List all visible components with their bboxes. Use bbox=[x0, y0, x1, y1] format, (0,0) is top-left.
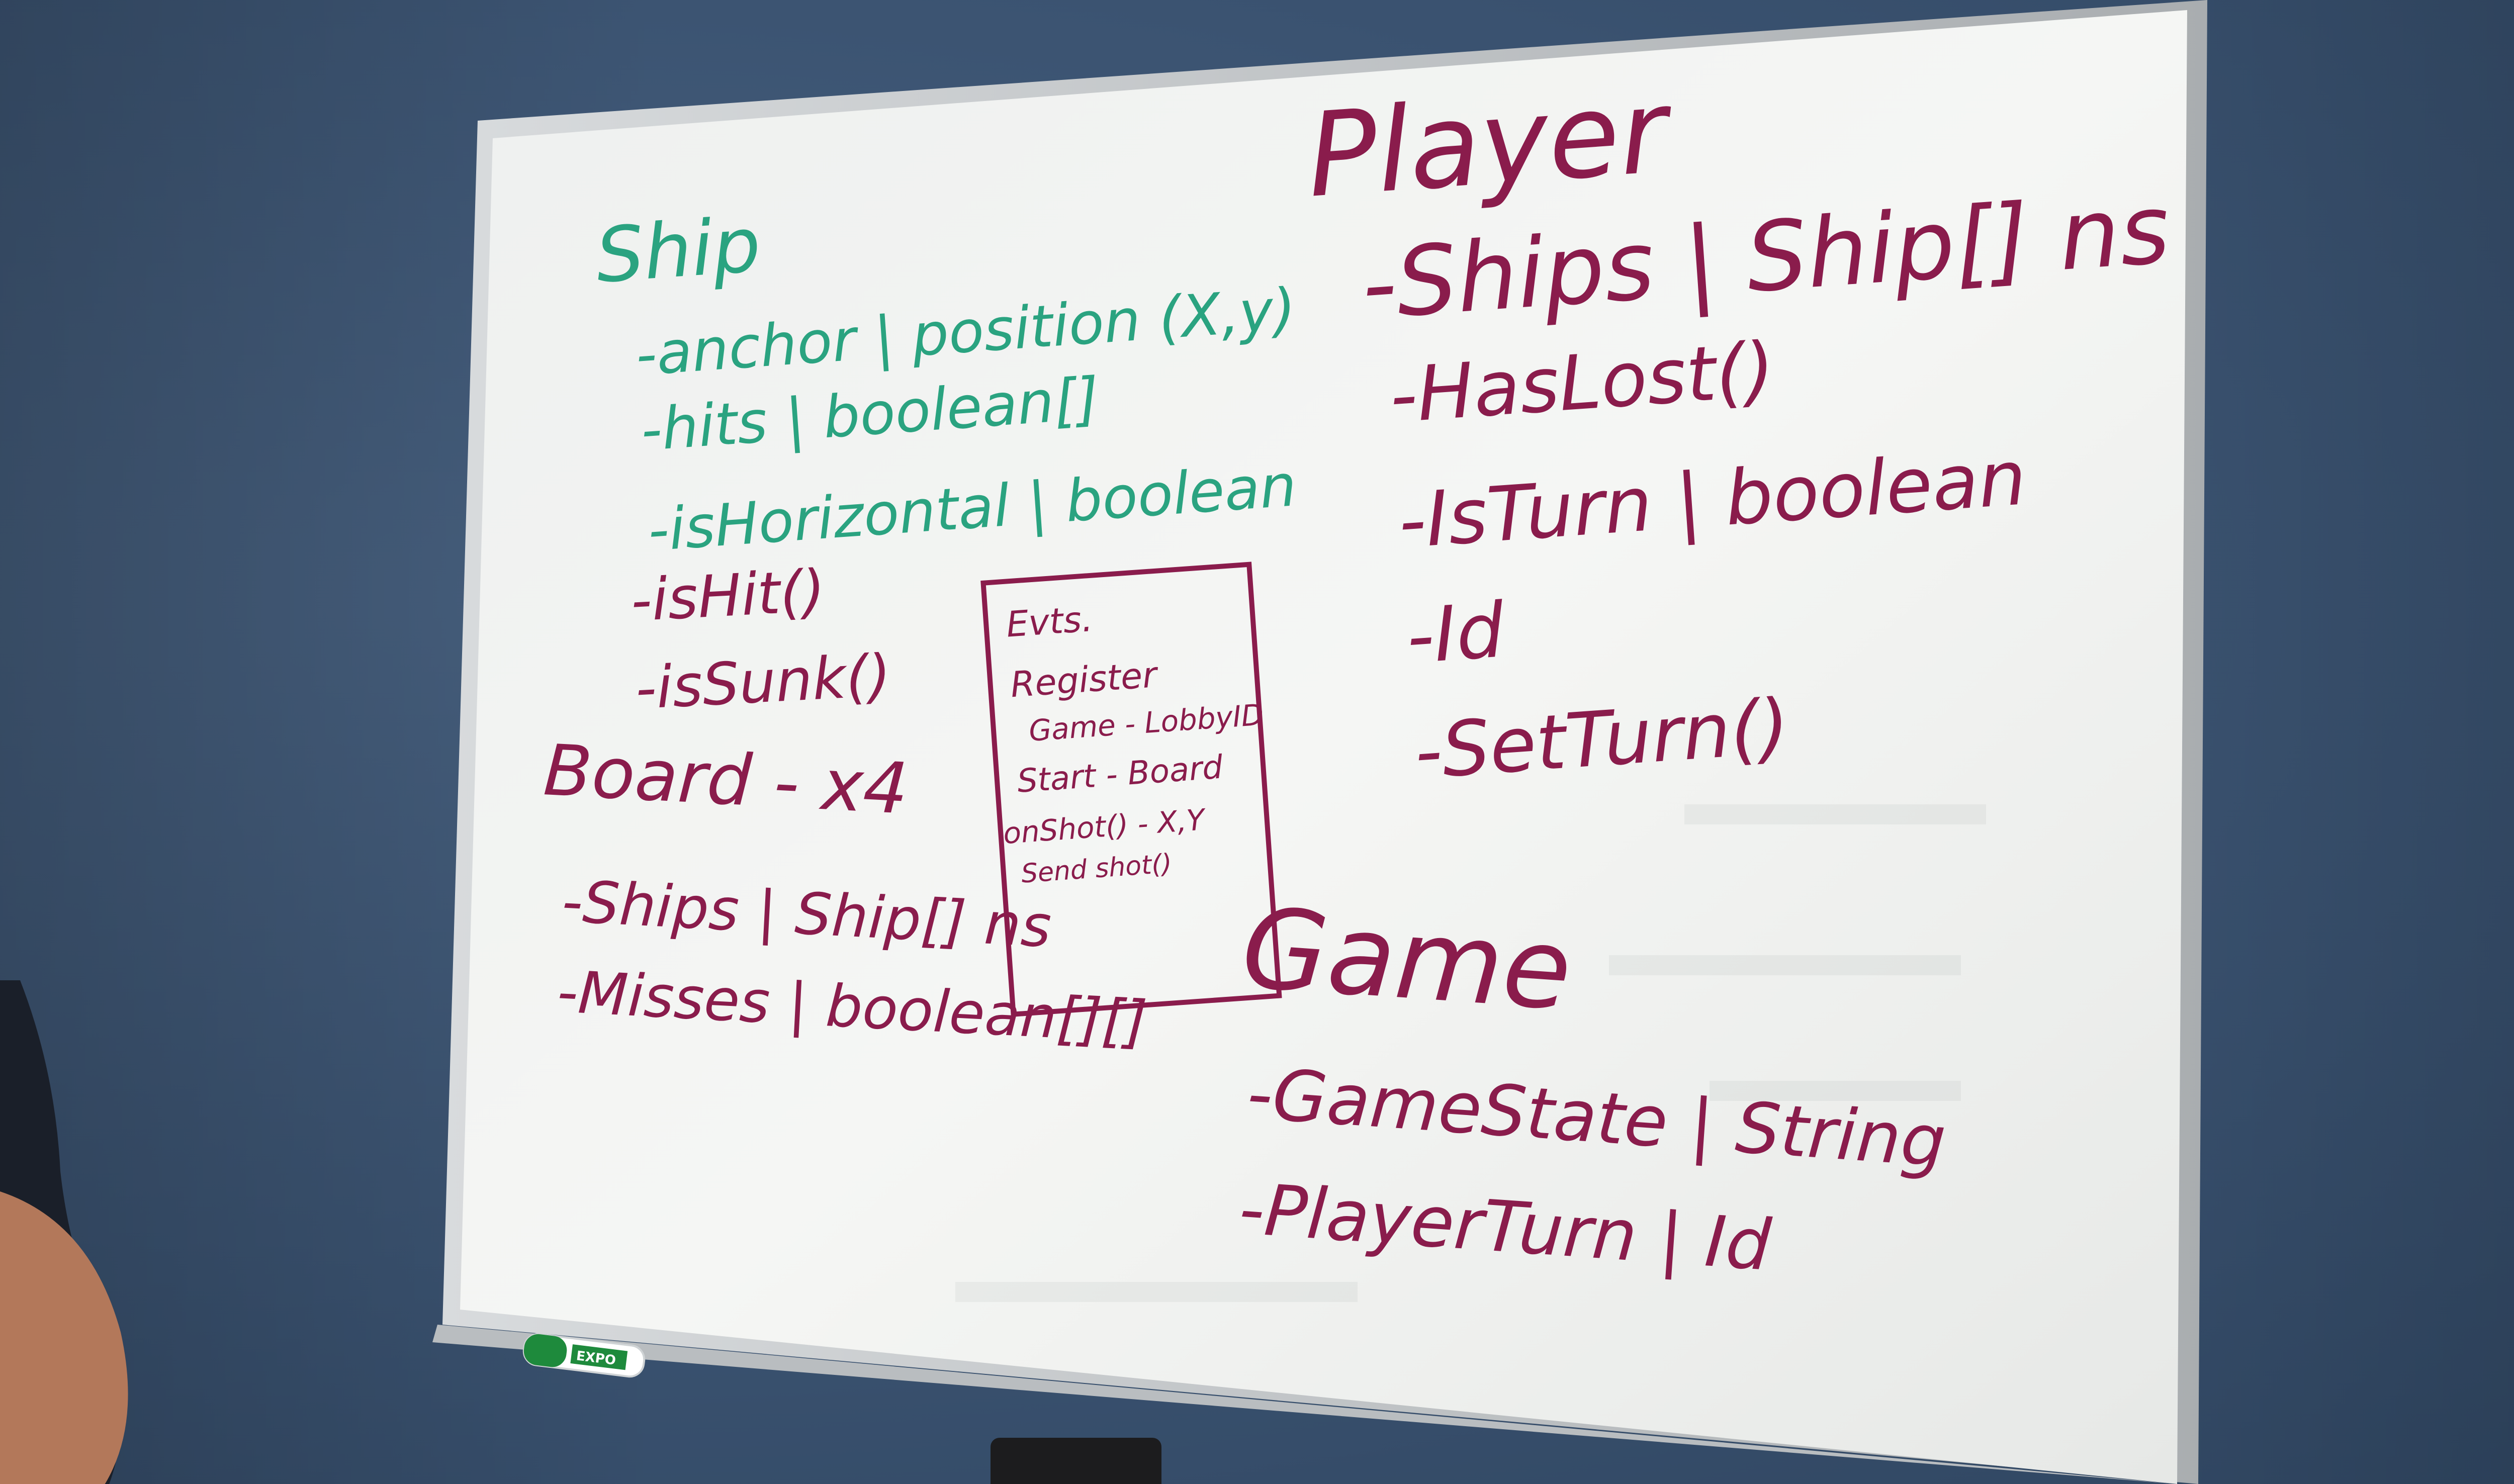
player-line-id: -Id bbox=[1404, 587, 1507, 681]
events-box-outline bbox=[980, 562, 1282, 1017]
ship-methods: -isHit() -isSunk() bbox=[629, 558, 892, 723]
whiteboard-surface bbox=[460, 10, 2187, 1484]
person-silhouette bbox=[0, 980, 128, 1484]
marker-tray bbox=[432, 1325, 2177, 1484]
ship-line-ishit: -isHit() bbox=[629, 558, 827, 635]
events-title: Evts. bbox=[1005, 598, 1094, 645]
game-title: Game bbox=[1238, 884, 1575, 1035]
expo-marker: EXPO bbox=[522, 1333, 646, 1378]
board-title: Board - x4 bbox=[542, 729, 910, 830]
eraser bbox=[991, 1438, 1161, 1484]
ghost-writing bbox=[955, 804, 1986, 1302]
ship-title: Ship bbox=[593, 201, 764, 300]
events-box: Evts. Register Game - LobbyID Start - Bo… bbox=[980, 562, 1282, 1017]
ship-line-issunk: -isSunk() bbox=[634, 642, 892, 722]
player-title: Player bbox=[1303, 64, 1677, 224]
